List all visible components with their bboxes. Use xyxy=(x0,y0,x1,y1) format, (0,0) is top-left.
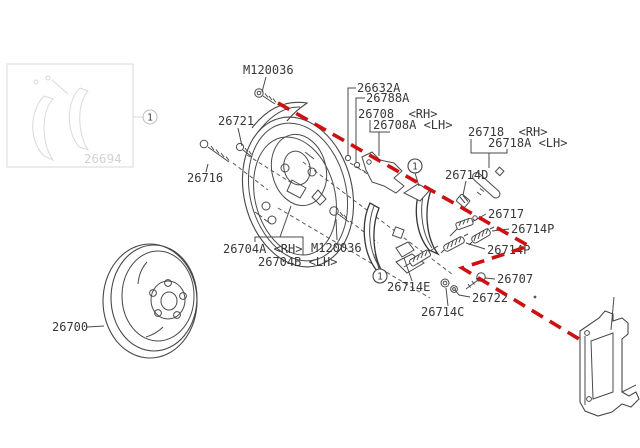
label-26721: 26721 xyxy=(218,114,254,128)
bolt-26716 xyxy=(199,139,230,163)
knurled-nut-26714d xyxy=(456,193,471,208)
bolt-m120036-mid xyxy=(329,206,350,223)
label-26704a: 26704A <RH> xyxy=(223,242,302,256)
backing-plate xyxy=(241,101,355,268)
label-26632a: 26632A xyxy=(357,81,401,95)
inset-shoe-kit-box: 26694 1 xyxy=(6,63,158,168)
strut-rod-26714e xyxy=(403,245,439,268)
clip-26632a xyxy=(344,154,352,162)
inset-part-number: 26694 xyxy=(84,151,122,166)
brake-rotor xyxy=(102,243,198,359)
label-26707: 26707 xyxy=(497,272,533,286)
label-26718: 26718 <RH> xyxy=(468,125,547,139)
washer-26722 xyxy=(450,285,458,293)
label-m120036-top: M120036 xyxy=(243,63,294,77)
cable-rod-26718 xyxy=(472,166,505,199)
callout-1-bottom: 1 xyxy=(372,253,388,284)
label-26700: 26700 xyxy=(52,320,88,334)
label-26714c: 26714C xyxy=(421,305,464,319)
spring-26714p-lower xyxy=(440,233,469,254)
bolt-26721 xyxy=(235,142,253,158)
label-26714p-upper: 26714P xyxy=(511,222,554,236)
part-labels: M120036 26721 26716 26632A 26788A 26708 … xyxy=(52,63,567,334)
bolt-m120036-top xyxy=(254,88,277,105)
brake-shoe-left xyxy=(363,202,386,277)
label-26714e: 26714E xyxy=(387,280,430,294)
label-26722: 26722 xyxy=(472,291,508,305)
red-reference-leader xyxy=(277,101,585,344)
label-26708a: 26708A <LH> xyxy=(373,118,452,132)
label-26708: 26708 <RH> xyxy=(358,107,437,121)
svg-text:1: 1 xyxy=(147,113,153,124)
label-m120036-mid: M120036 xyxy=(311,241,362,255)
stray-dot xyxy=(533,295,537,299)
adjuster-26717 xyxy=(449,215,478,237)
svg-text:1: 1 xyxy=(412,162,418,173)
label-26717: 26717 xyxy=(488,207,524,221)
inset-callout-1: 1 xyxy=(142,109,158,125)
spring-26714p-upper xyxy=(468,226,495,246)
nut-26714c xyxy=(440,278,450,288)
caliper-bracket xyxy=(579,310,640,417)
label-26788a: 26788A xyxy=(366,91,410,105)
label-26714p-lower: 26714P xyxy=(487,243,530,257)
label-26716: 26716 xyxy=(187,171,223,185)
label-26704b: 26704B <LH> xyxy=(258,255,337,269)
svg-text:1: 1 xyxy=(377,272,383,283)
callout-1-top: 1 xyxy=(407,158,423,187)
label-26714d: 26714D xyxy=(445,168,488,182)
clip-26788a xyxy=(353,161,361,169)
leader-lines xyxy=(86,76,615,331)
label-26718a: 26718A <LH> xyxy=(488,136,567,150)
